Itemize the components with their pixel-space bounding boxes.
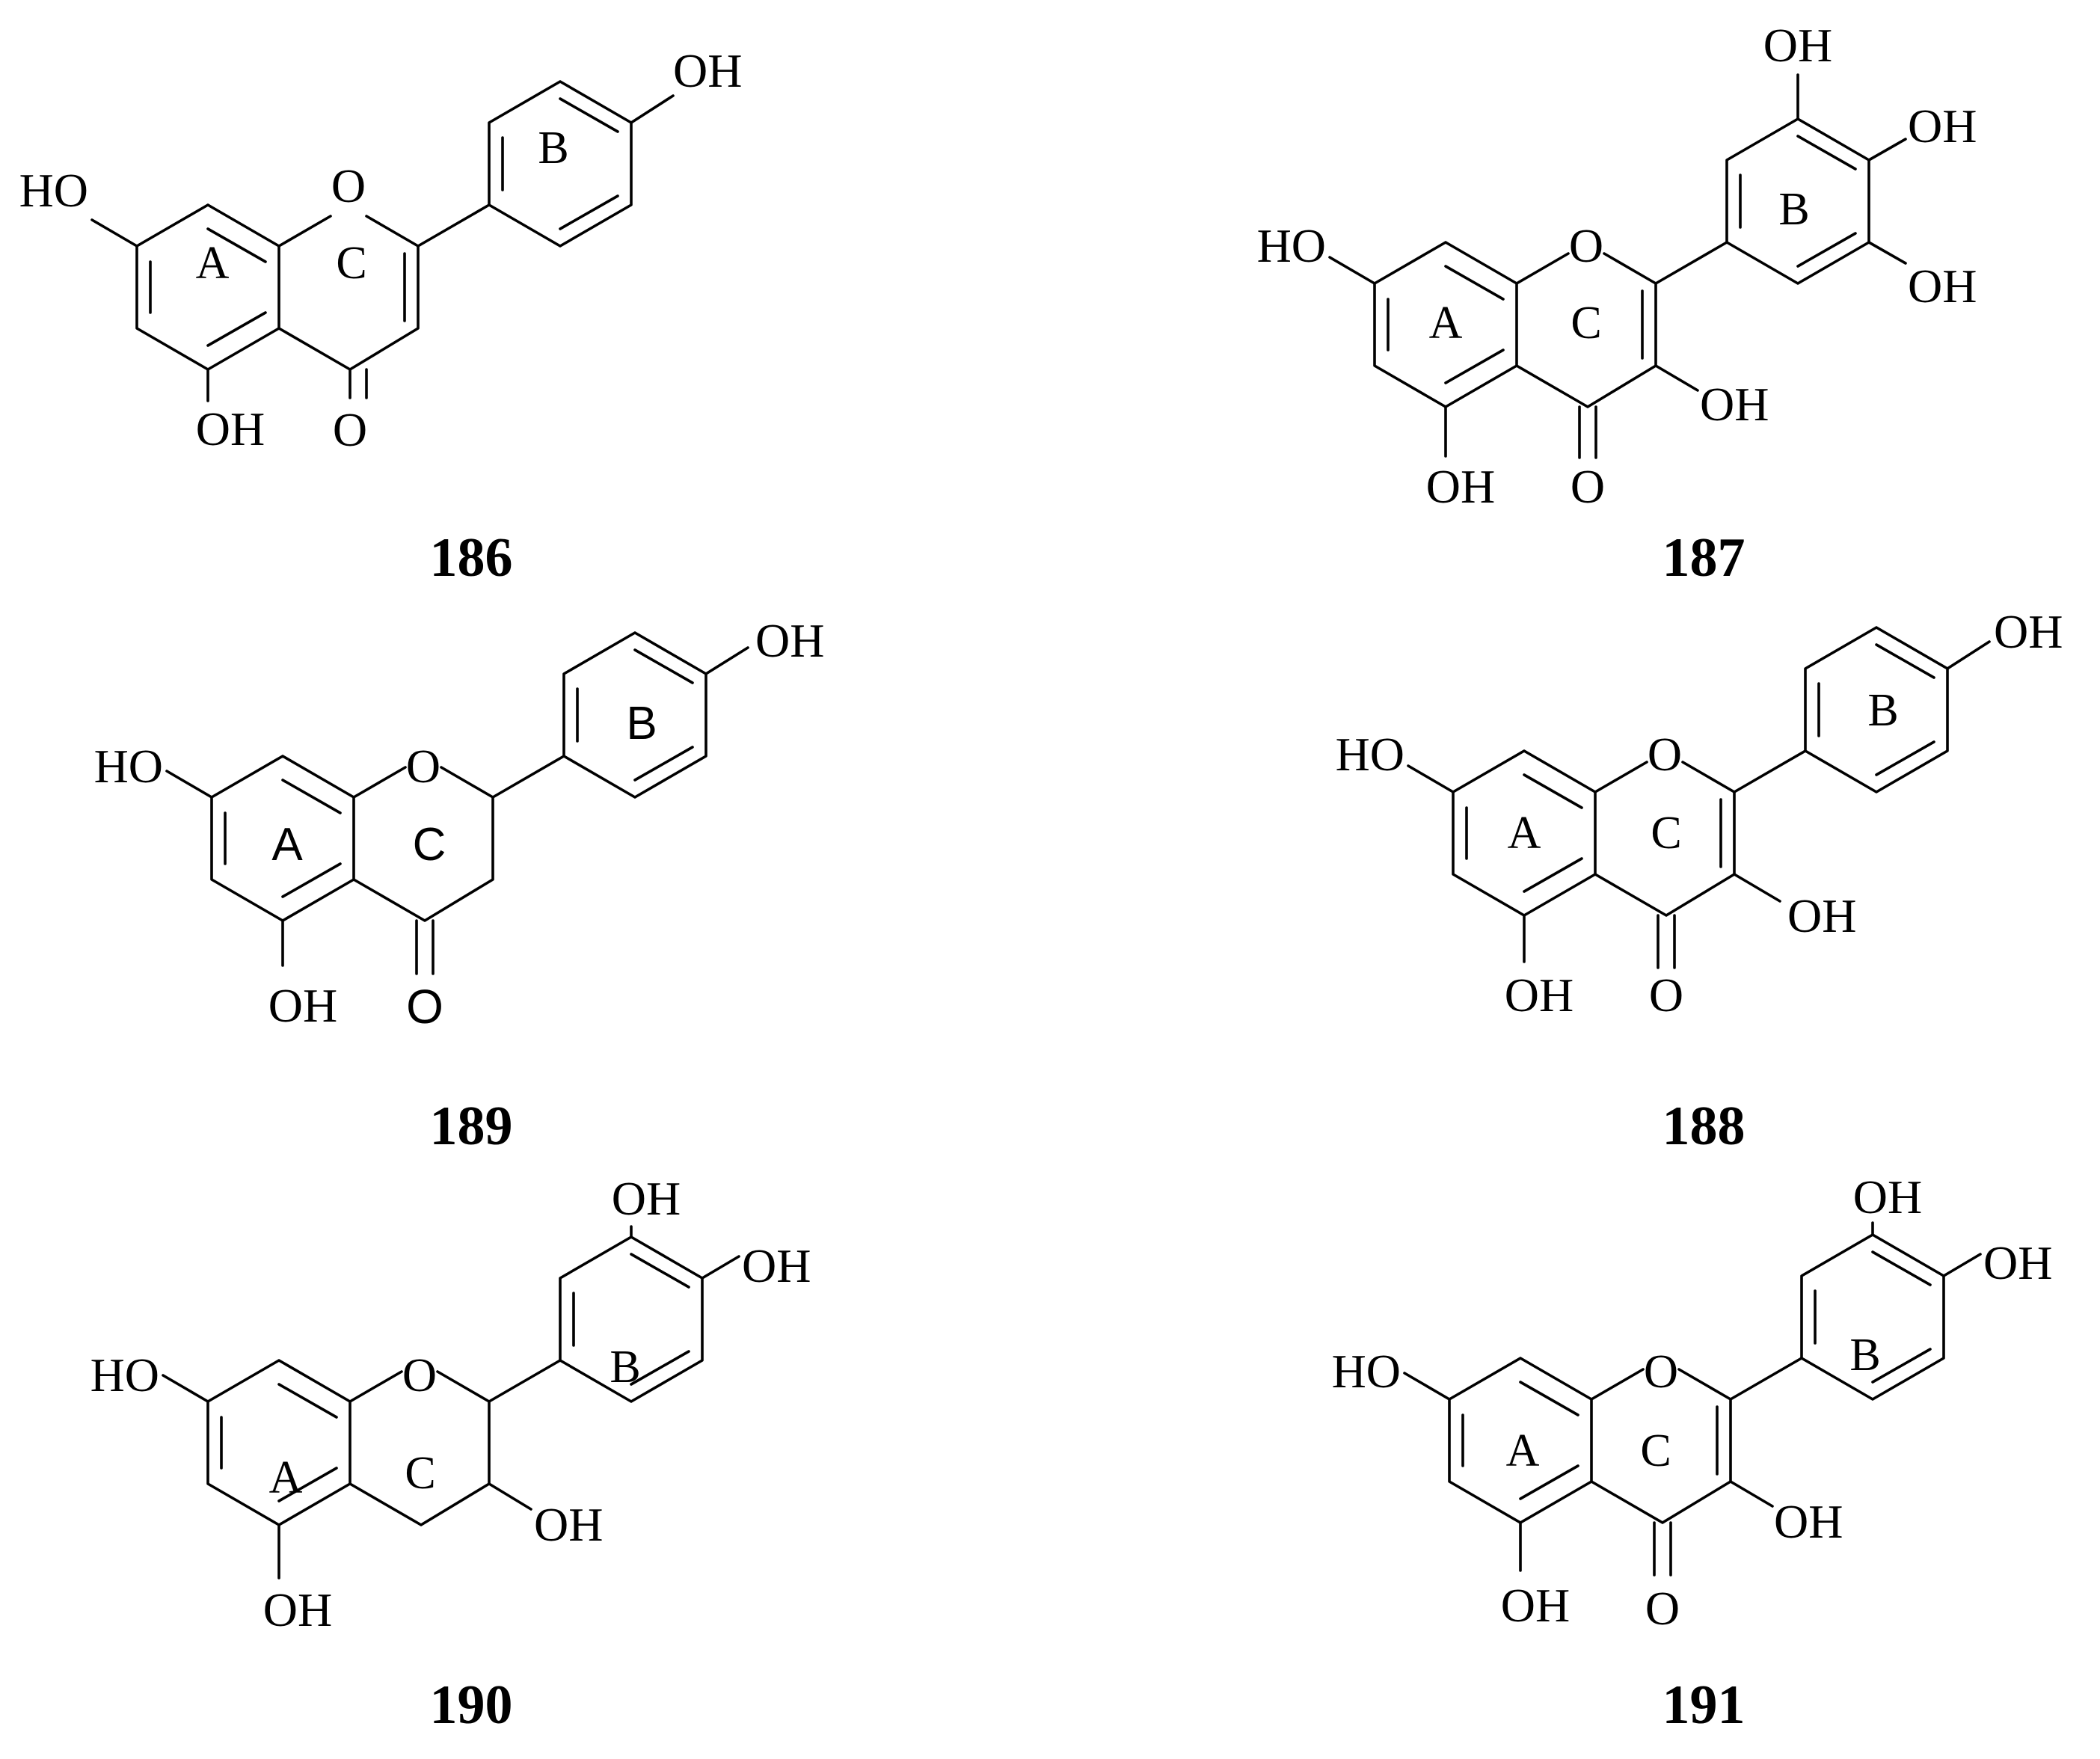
hydroxyl-3: OH [534,1498,603,1551]
hydroxyl-4prime: OH [1994,605,2063,658]
ring-label-c: C [1640,1425,1671,1476]
hydroxyl-3prime: OH [1763,19,1832,72]
hydroxyl-7: HO [19,164,88,217]
hydroxyl-7: HO [90,1348,159,1402]
ring-label-b: B [538,123,568,174]
ring-label-a: A [196,238,230,289]
bonds [90,80,675,402]
ring-label-a: A [1506,1425,1540,1476]
ring-label-b: B [1849,1330,1880,1381]
ring-label-a: A [1429,298,1463,349]
carbonyl-oxygen: O [1649,968,1683,1022]
compound-label-188: 188 [1662,1096,1746,1157]
hydroxyl-3: OH [1700,378,1769,431]
hydroxyl-7: HO [1336,728,1404,781]
carbonyl-oxygen: O [1645,1582,1680,1635]
bonds [1328,73,1907,459]
hydroxyl-7: HO [1332,1345,1401,1398]
hydroxyl-4prime: OH [755,614,824,667]
ring-oxygen: O [406,740,440,793]
hydroxyl-4prime: OH [1983,1236,2052,1289]
hydroxyl-5: OH [1426,460,1495,513]
hydroxyl-7: HO [1257,219,1326,272]
hydroxyl-3: OH [1787,889,1856,942]
compound-190-structure: O HO OH OH OH OH A B C 190 [90,1172,811,1736]
compound-label-191: 191 [1662,1674,1746,1736]
ring-label-c: C [336,238,366,289]
ring-oxygen: O [331,159,366,212]
bonds [1403,1221,1982,1577]
ring-label-b: B [1778,184,1809,235]
bonds [162,1225,740,1580]
ring-oxygen: O [1648,728,1682,781]
compound-189-structure: O O HO OH OH A B C 189 [94,614,825,1157]
compound-label-190: 190 [430,1674,513,1736]
ring-oxygen: O [1644,1345,1678,1398]
hydroxyl-7: HO [94,740,163,793]
compound-label-186: 186 [430,527,513,589]
hydroxyl-3prime: OH [612,1172,681,1225]
ring-label-b: B [626,698,657,749]
ring-oxygen: O [402,1348,437,1402]
compound-188-structure: O O HO OH OH OH A B C 188 [1336,605,2063,1157]
carbonyl-oxygen: O [406,980,443,1034]
compound-label-187: 187 [1662,527,1746,589]
carbonyl-oxygen: O [1571,460,1605,513]
ring-oxygen: O [1569,219,1603,272]
ring-label-c: C [413,819,446,871]
hydroxyl-5: OH [196,402,265,455]
ring-label-b: B [610,1342,640,1393]
hydroxyl-4prime: OH [742,1239,811,1292]
hydroxyl-5: OH [263,1583,332,1636]
bonds [1407,626,1991,969]
ring-label-a: A [1508,808,1541,859]
hydroxyl-3: OH [1774,1495,1843,1548]
hydroxyl-4prime: OH [673,44,742,97]
hydroxyl-3prime: OH [1853,1170,1922,1224]
compound-191-structure: O O HO OH OH OH OH A B C 191 [1332,1170,2053,1736]
ring-label-b: B [1867,685,1898,736]
hydroxyl-5prime: OH [1908,260,1977,313]
bonds [165,631,749,975]
ring-label-c: C [1571,298,1601,349]
compound-187-structure: O O HO OH OH OH OH OH A B C 187 [1257,19,1977,589]
compound-186-structure: O O HO OH OH A B C 186 [19,44,743,589]
hydroxyl-5: OH [1505,968,1574,1022]
ring-label-c: C [405,1448,435,1499]
hydroxyl-5: OH [1501,1579,1570,1632]
hydroxyl-5: OH [268,979,337,1032]
hydroxyl-4prime: OH [1908,99,1977,153]
carbonyl-oxygen: O [333,403,367,456]
ring-label-c: C [1651,808,1681,859]
ring-label-a: A [269,1452,303,1503]
ring-label-a: A [271,819,303,871]
compound-label-189: 189 [430,1096,513,1157]
